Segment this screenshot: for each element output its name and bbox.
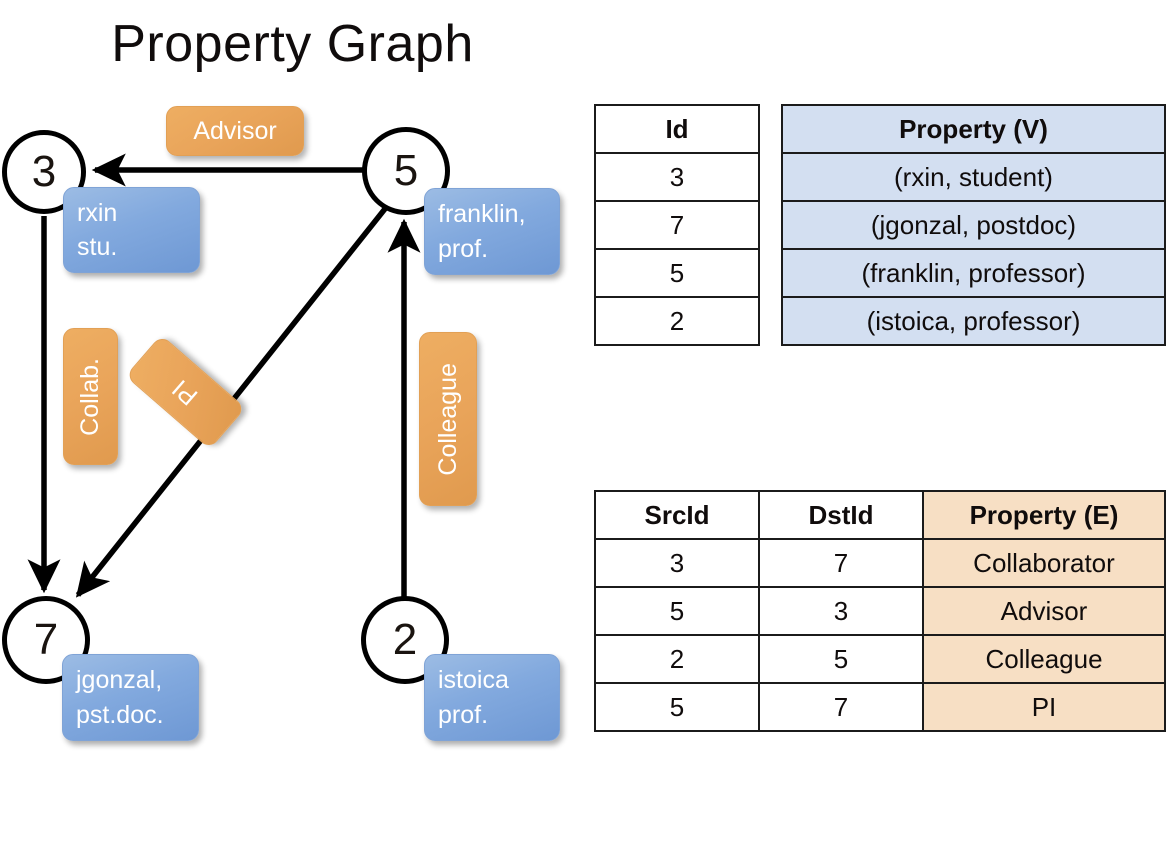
vertex-table-cell-id: 5 [594,248,760,298]
edge-table-header-srcid: SrcId [594,490,760,540]
edge-label-advisor-text: Advisor [193,116,277,145]
property-graph-panel: Property Graph 3 5 7 2 rxin stu. frankli… [0,0,585,760]
vertex-table-header-property: Property (V) [781,104,1166,154]
edge-table-ids[interactable]: SrcId DstId 3 7 5 3 2 5 5 7 [594,490,924,732]
edge-label-pi-text: PI [167,373,204,411]
edge-table-property[interactable]: Property (E) Collaborator Advisor Collea… [922,490,1166,732]
table-row[interactable]: 7 [594,200,760,250]
edge-label-advisor[interactable]: Advisor [166,106,304,156]
edge-table-cell-src: 5 [594,586,760,636]
graph-node-3-label: 3 [31,147,57,196]
vertex-property-box-7[interactable]: jgonzal, pst.doc. [62,654,199,741]
edge-table-cell-property: Collaborator [922,538,1166,588]
edge-label-collab[interactable]: Collab. [63,328,118,465]
edge-table-header-property: Property (E) [922,490,1166,540]
edge-table-cell-src: 3 [594,538,760,588]
vertex-property-box-3-line1: rxin [77,198,118,227]
table-row[interactable]: (istoica, professor) [781,296,1166,346]
property-graph-title: Property Graph [111,15,474,73]
table-row[interactable]: (rxin, student) [781,152,1166,202]
graph-node-5[interactable]: 5 [362,127,450,215]
edge-table-cell-property: Advisor [922,586,1166,636]
vertex-table-cell-id: 2 [594,296,760,346]
vertex-table-cell-id: 3 [594,152,760,202]
vertex-property-box-7-line2: pst.doc. [76,700,164,729]
vertex-property-box-2[interactable]: istoica prof. [424,654,560,741]
edge-table-cell-dst: 7 [758,538,924,588]
table-row[interactable]: 2 [594,296,760,346]
vertex-table-cell-property: (franklin, professor) [781,248,1166,298]
vertex-property-box-7-line1: jgonzal, [76,666,163,694]
table-row[interactable]: Colleague [922,634,1166,684]
edge-table-cell-dst: 7 [758,682,924,732]
edge-label-collab-text: Collab. [76,357,105,436]
edge-property-header-row: Property (E) [922,490,1166,540]
vertex-table-header-row: Id [594,104,760,154]
graph-node-7-label: 7 [33,615,59,664]
edge-table-cell-property: PI [922,682,1166,732]
vertex-property-box-2-line1: istoica [438,666,509,694]
table-row[interactable]: 5 3 [594,586,924,636]
vertex-table[interactable]: Id 3 7 5 2 [594,104,760,346]
vertex-property-box-5[interactable]: franklin, prof. [424,188,560,275]
table-row[interactable]: 3 7 [594,538,924,588]
vertex-property-box-3[interactable]: rxin stu. [63,187,200,273]
table-row[interactable]: (franklin, professor) [781,248,1166,298]
vertex-property-box-5-line2: prof. [438,234,489,263]
edge-table-cell-src: 2 [594,634,760,684]
edge-table-cell-dst: 5 [758,634,924,684]
table-row[interactable]: 5 7 [594,682,924,732]
table-row[interactable]: Advisor [922,586,1166,636]
table-row[interactable]: PI [922,682,1166,732]
edge-table-header-dstid: DstId [758,490,924,540]
vertex-table-cell-id: 7 [594,200,760,250]
vertex-table-cell-property: (istoica, professor) [781,296,1166,346]
table-row[interactable]: (jgonzal, postdoc) [781,200,1166,250]
vertex-table-cell-property: (rxin, student) [781,152,1166,202]
vertex-property-header-row: Property (V) [781,104,1166,154]
graph-node-2[interactable]: 2 [361,596,449,684]
edge-table-header-row: SrcId DstId [594,490,924,540]
vertex-property-box-5-line1: franklin, [438,200,526,228]
edge-label-colleague[interactable]: Colleague [419,332,477,506]
graph-node-2-label: 2 [392,615,418,664]
edge-label-colleague-text: Colleague [433,362,462,476]
edge-table-cell-src: 5 [594,682,760,732]
table-row[interactable]: 3 [594,152,760,202]
vertex-property-box-3-line2: stu. [77,233,118,261]
table-row[interactable]: 2 5 [594,634,924,684]
graph-node-5-label: 5 [393,146,419,195]
vertex-table-header-id: Id [594,104,760,154]
table-row[interactable]: 5 [594,248,760,298]
vertex-property-box-2-line2: prof. [438,700,489,729]
vertex-table-property[interactable]: Property (V) (rxin, student) (jgonzal, p… [781,104,1166,346]
edge-table-cell-property: Colleague [922,634,1166,684]
edge-table-cell-dst: 3 [758,586,924,636]
vertex-table-cell-property: (jgonzal, postdoc) [781,200,1166,250]
table-row[interactable]: Collaborator [922,538,1166,588]
